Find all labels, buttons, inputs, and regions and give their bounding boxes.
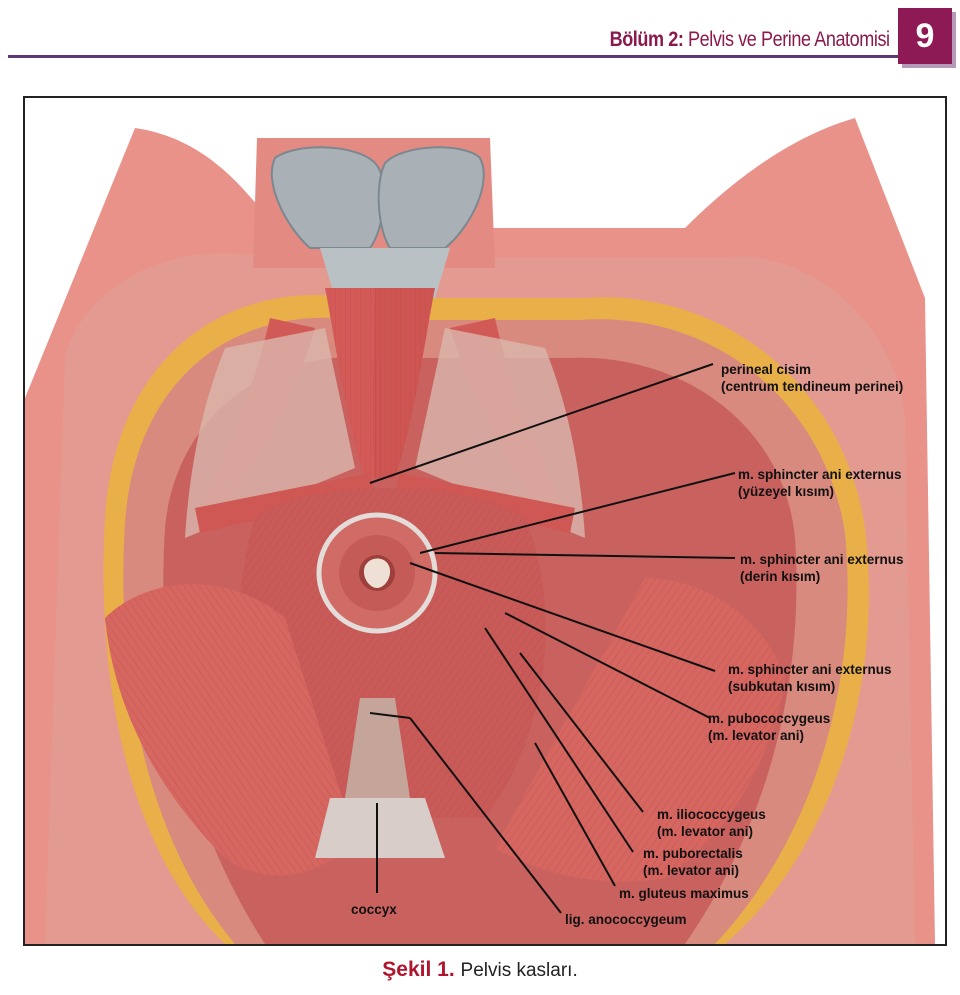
label-iliococcygeus: m. iliococcygeus (657, 807, 766, 822)
label-sphincter-superficial-part: (yüzeyel kısım) (738, 484, 834, 499)
label-sphincter-superficial: m. sphincter ani externus (738, 467, 902, 482)
label-sphincter-subcutaneous: m. sphincter ani externus (728, 662, 892, 677)
label-pubococcygeus: m. pubococcygeus (708, 711, 830, 726)
label-sphincter-deep-part: (derin kısım) (740, 569, 820, 584)
label-anococcygeal-ligament: lig. anococcygeum (565, 912, 687, 927)
label-gluteus-maximus: m. gluteus maximus (619, 886, 749, 901)
header-rule (8, 55, 898, 58)
chapter-header: Bölüm 2: Pelvis ve Perine Anatomisi (610, 28, 890, 52)
leader-lines (369, 363, 736, 914)
label-puborectalis-group: (m. levator ani) (643, 863, 739, 878)
label-sphincter-subcutaneous-part: (subkutan kısım) (728, 679, 835, 694)
caption-label: Şekil 1. (382, 958, 455, 981)
label-coccyx: coccyx (351, 902, 397, 917)
label-perineal-body: perineal cisim (721, 362, 811, 377)
label-sphincter-deep: m. sphincter ani externus (740, 552, 904, 567)
label-perineal-body-latin: (centrum tendineum perinei) (721, 379, 903, 394)
figure-frame: perineal cisim (centrum tendineum perine… (23, 96, 947, 946)
label-puborectalis: m. puborectalis (643, 846, 743, 861)
page-number-badge: 9 (898, 8, 952, 64)
chapter-title: Pelvis ve Perine Anatomisi (688, 28, 890, 51)
figure-caption: Şekil 1. Pelvis kasları. (0, 958, 960, 982)
anatomy-illustration: perineal cisim (centrum tendineum perine… (25, 98, 945, 944)
chapter-label: Bölüm 2: (609, 28, 684, 51)
caption-text: Pelvis kasları. (460, 960, 578, 981)
label-pubococcygeus-group: (m. levator ani) (708, 728, 804, 743)
label-iliococcygeus-group: (m. levator ani) (657, 824, 753, 839)
